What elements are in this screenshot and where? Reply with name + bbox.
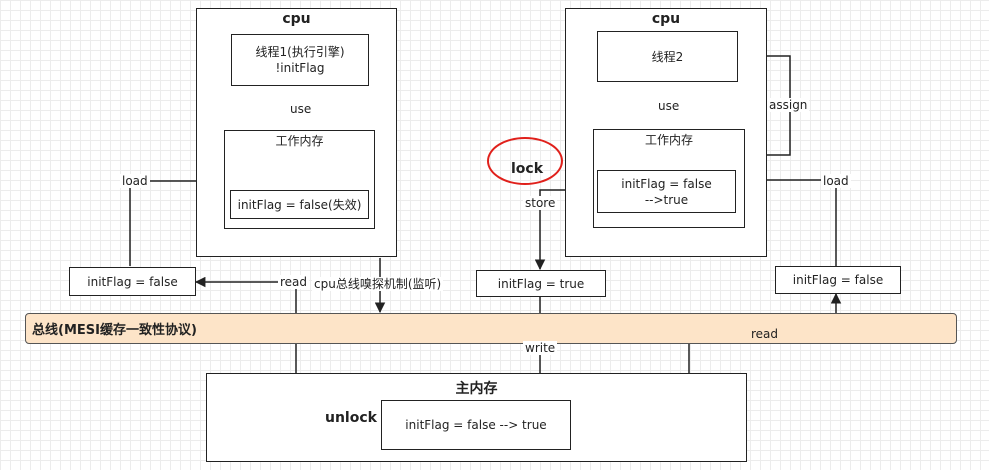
main-var-box: initFlag = false --> true <box>381 400 571 450</box>
right-flag-box: initFlag = false <box>775 266 901 294</box>
lock-highlight-ring <box>487 137 563 185</box>
assign-label: assign <box>767 98 810 112</box>
right-load-label: load <box>821 174 851 188</box>
right-var-line2: -->true <box>644 192 689 207</box>
left-read-label: read <box>278 275 310 289</box>
write-label: write <box>523 341 558 355</box>
mid-flag-box: initFlag = true <box>476 270 606 297</box>
lock-label: lock <box>511 161 544 177</box>
snoop-label: cpu总线嗅探机制(监听) <box>312 277 444 291</box>
right-thread-label: 线程2 <box>651 49 684 64</box>
right-thread-box: 线程2 <box>597 31 738 82</box>
left-var-box: initFlag = false(失效) <box>230 190 369 219</box>
right-use-label: use <box>656 99 682 113</box>
left-cpu-title: cpu <box>282 11 311 27</box>
right-read-label: read <box>749 327 781 341</box>
main-memory-title: 主内存 <box>455 381 498 397</box>
left-use-label: use <box>288 102 314 116</box>
right-var-line1: initFlag = false <box>621 176 712 191</box>
mid-flag-value: initFlag = true <box>497 276 585 291</box>
main-var-value: initFlag = false --> true <box>405 418 547 432</box>
store-label: store <box>523 196 558 210</box>
left-work-memory-label: 工作内存 <box>275 134 324 148</box>
bus-label: 总线(MESI缓存一致性协议) <box>32 323 197 338</box>
right-work-memory-label: 工作内存 <box>644 133 693 147</box>
left-thread-line2: !initFlag <box>275 61 325 75</box>
right-var-box: initFlag = false -->true <box>597 170 736 213</box>
right-cpu-title: cpu <box>651 11 681 27</box>
left-load-label: load <box>120 174 150 188</box>
right-flag-value: initFlag = false <box>792 273 884 287</box>
left-thread-line1: 线程1(执行引擎) <box>255 45 345 59</box>
left-thread-box: 线程1(执行引擎) !initFlag <box>231 34 369 86</box>
unlock-label: unlock <box>325 410 377 426</box>
bus-bar: 总线(MESI缓存一致性协议) <box>25 313 957 344</box>
left-flag-value: initFlag = false <box>87 274 178 289</box>
left-flag-box: initFlag = false <box>69 267 196 296</box>
left-var-value: initFlag = false(失效) <box>237 197 362 212</box>
